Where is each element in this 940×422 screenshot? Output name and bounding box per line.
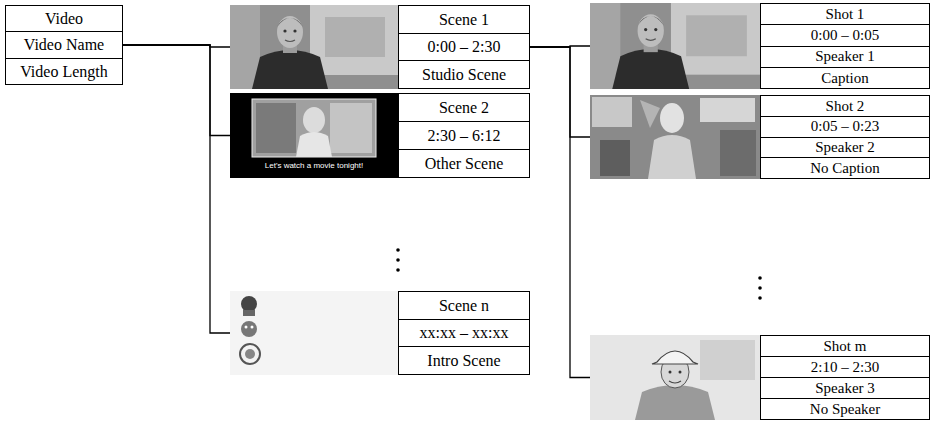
table-row: xx:xx – xx:xx: [399, 319, 529, 347]
table-row: Shot 2: [761, 96, 929, 116]
table-row: Speaker 1: [761, 46, 929, 67]
studio-thumbnail: [230, 5, 398, 89]
thumbnail-record: Shot 2 0:05 – 0:23Speaker 2 No Caption: [590, 95, 930, 179]
record-field: 0:00 – 0:05: [811, 27, 879, 44]
attribute-table: Scene 2 2:30 – 6:12Other Scene: [398, 93, 530, 178]
table-row: Scene 1: [399, 6, 529, 33]
movie-thumbnail: [230, 93, 398, 178]
table-row: Video: [6, 6, 122, 31]
record-title: Video: [45, 10, 83, 28]
table-row: 0:05 – 0:23: [761, 116, 929, 137]
tree-connector: [530, 47, 590, 137]
table-row: Speaker 2: [761, 137, 929, 158]
record-field: Studio Scene: [422, 66, 506, 84]
tree-connector: [123, 45, 230, 333]
table-row: Video Length: [6, 58, 122, 84]
attribute-table: Scene 1 0:00 – 2:30Studio Scene: [398, 5, 530, 89]
table-row: 2:30 – 6:12: [399, 121, 529, 149]
table-row: Intro Scene: [399, 346, 529, 374]
table-row: Shot 1: [761, 4, 929, 24]
attribute-table: VideoVideo NameVideo Length: [5, 5, 123, 85]
attribute-table: Shot 2 0:05 – 0:23Speaker 2 No Caption: [760, 95, 930, 179]
table-row: 2:10 – 2:30: [761, 356, 929, 377]
record-field: xx:xx – xx:xx: [420, 324, 509, 342]
record-field: Other Scene: [425, 155, 504, 173]
record-field: No Caption: [810, 160, 880, 177]
table-row: Video Name: [6, 31, 122, 57]
thumbnail-record: Shot 1 0:00 – 0:05Speaker 1 Caption: [590, 3, 930, 89]
studio-thumbnail: [590, 3, 760, 89]
record-title: Shot 1: [826, 6, 865, 23]
record-title: Shot m: [824, 338, 867, 355]
table-row: 0:00 – 2:30: [399, 33, 529, 61]
record-title: Shot 2: [826, 98, 865, 115]
attribute-table: Shot 1 0:00 – 0:05Speaker 1 Caption: [760, 3, 930, 89]
table-row: Caption: [761, 67, 929, 88]
thumbnail-caption: Let's watch a movie tonight!: [230, 161, 398, 170]
tree-connector: [123, 45, 230, 136]
record-field: No Speaker: [810, 401, 880, 418]
record-field: 2:30 – 6:12: [428, 127, 501, 145]
table-row: Speaker 3: [761, 377, 929, 398]
table-row: Scene n: [399, 292, 529, 319]
table-row: Scene 2: [399, 94, 529, 121]
thumbnail-record: Scene n xx:xx – xx:xxIntro Scene: [230, 291, 530, 375]
record-field: Video Name: [24, 36, 104, 54]
table-row: 0:00 – 0:05: [761, 24, 929, 45]
table-row: No Speaker: [761, 398, 929, 419]
crowd-thumbnail: [590, 95, 760, 179]
table-row: No Caption: [761, 157, 929, 178]
attribute-table: Shot m 2:10 – 2:30Speaker 3 No Speaker: [760, 335, 930, 420]
record-field: Video Length: [20, 63, 107, 81]
record-box: VideoVideo NameVideo Length: [5, 5, 123, 85]
attribute-table: Scene n xx:xx – xx:xxIntro Scene: [398, 291, 530, 375]
tree-connector: [530, 47, 590, 378]
record-title: Scene 1: [439, 11, 489, 29]
thumbnail-record: Shot m 2:10 – 2:30Speaker 3 No Speaker: [590, 335, 930, 420]
record-field: 0:00 – 2:30: [428, 38, 501, 56]
table-row: Shot m: [761, 336, 929, 356]
record-field: Speaker 2: [815, 139, 875, 156]
record-title: Scene n: [439, 297, 489, 315]
record-field: Speaker 1: [815, 48, 875, 65]
record-field: Caption: [821, 70, 869, 87]
presenter-thumbnail: [590, 335, 760, 420]
record-field: Intro Scene: [427, 352, 500, 370]
table-row: Studio Scene: [399, 60, 529, 88]
table-row: Other Scene: [399, 149, 529, 177]
record-field: Speaker 3: [815, 380, 875, 397]
record-field: 0:05 – 0:23: [811, 118, 879, 135]
record-field: 2:10 – 2:30: [811, 359, 879, 376]
record-title: Scene 2: [439, 99, 489, 117]
thumbnail-record: Scene 1 0:00 – 2:30Studio Scene: [230, 5, 530, 89]
intro-thumbnail: [230, 291, 398, 375]
